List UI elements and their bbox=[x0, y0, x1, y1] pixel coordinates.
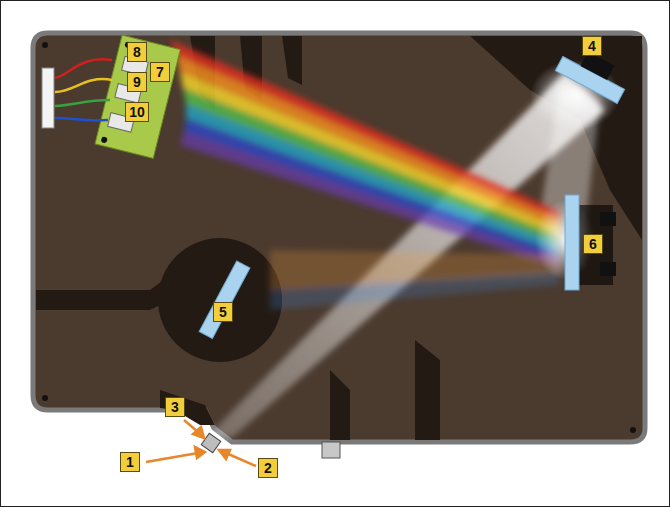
spectrum bbox=[170, 40, 560, 310]
housing bbox=[33, 33, 645, 442]
callout-number: 9 bbox=[133, 75, 141, 89]
callout-box: 7 bbox=[150, 62, 170, 82]
callout-box: 8 bbox=[127, 42, 147, 62]
callout-box: 1 bbox=[120, 452, 140, 472]
callout-number: 6 bbox=[589, 237, 597, 251]
callout-number: 1 bbox=[126, 455, 134, 469]
callout-box: 5 bbox=[213, 302, 233, 322]
baffles bbox=[36, 36, 642, 440]
connector bbox=[42, 68, 54, 128]
callout-number: 3 bbox=[171, 400, 179, 414]
callout-box: 3 bbox=[165, 397, 185, 417]
callout-number: 7 bbox=[156, 65, 164, 79]
callout-box: 6 bbox=[583, 234, 603, 254]
callout-number: 10 bbox=[129, 105, 145, 119]
detector-board bbox=[95, 35, 180, 158]
callout-number: 8 bbox=[133, 45, 141, 59]
callout-number: 2 bbox=[264, 461, 272, 475]
callout-box: 4 bbox=[582, 36, 602, 56]
port bbox=[322, 442, 340, 458]
callout-number: 4 bbox=[588, 39, 596, 53]
mirror bbox=[199, 261, 250, 339]
callout-box: 2 bbox=[258, 458, 278, 478]
callout-box: 10 bbox=[125, 102, 149, 122]
leader-arrow bbox=[146, 420, 256, 466]
grating bbox=[565, 195, 616, 290]
callout-box: 9 bbox=[127, 72, 147, 92]
callout-number: 5 bbox=[219, 305, 227, 319]
wires bbox=[55, 59, 112, 120]
